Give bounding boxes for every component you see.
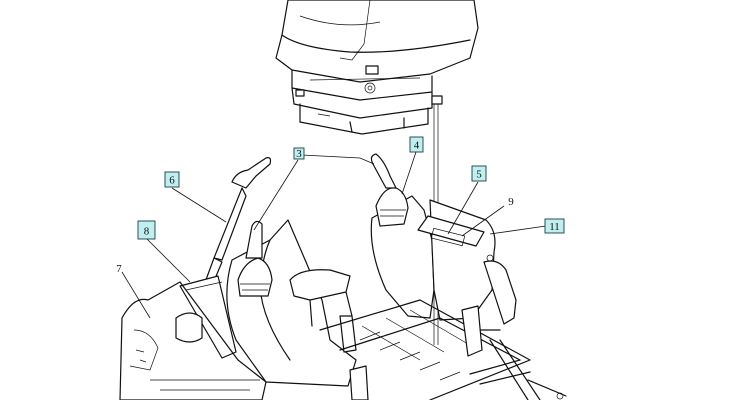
callout-11-label: 11 — [549, 221, 560, 233]
callout-5-box — [471, 165, 487, 182]
seat-frame — [319, 299, 567, 400]
callout-11: 11 — [544, 218, 565, 234]
callout-4-label: 4 — [414, 140, 420, 152]
operator-seat — [275, 0, 479, 135]
callout-11-box — [544, 218, 565, 234]
callout-8: 8 — [137, 220, 156, 240]
callout-6-box — [164, 171, 180, 188]
floor-plate — [119, 281, 267, 400]
callout-5-label: 5 — [476, 169, 482, 181]
callout-3-box — [293, 147, 305, 160]
left-control-console — [226, 219, 357, 387]
callout-4-box — [409, 136, 424, 153]
callout-9: 9 — [508, 196, 514, 208]
callout-8-label: 8 — [144, 226, 150, 238]
callout-6-label: 6 — [169, 175, 175, 187]
callout-6: 6 — [164, 171, 180, 188]
right-control-console — [370, 153, 435, 319]
callout-3-label: 3 — [296, 148, 302, 160]
callout-8-box — [137, 220, 156, 240]
callout-9-label: 9 — [508, 196, 514, 208]
callout-5: 5 — [471, 165, 487, 182]
right-side-console — [417, 199, 517, 331]
callout-7: 7 — [116, 263, 122, 275]
leader-lines — [121, 151, 547, 319]
callout-7-label: 7 — [116, 263, 122, 275]
callout-3: 3 — [293, 147, 305, 160]
callout-4: 4 — [409, 136, 424, 153]
